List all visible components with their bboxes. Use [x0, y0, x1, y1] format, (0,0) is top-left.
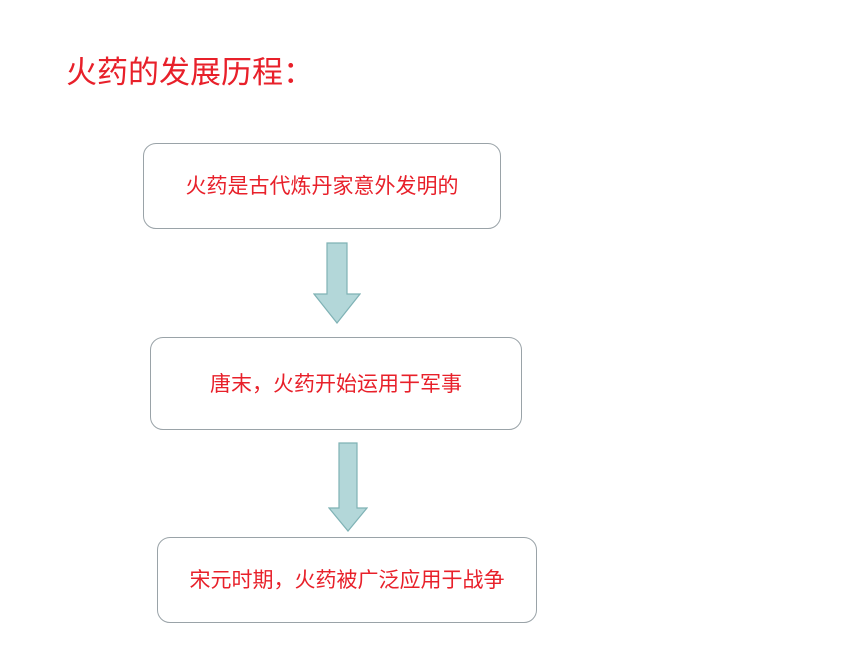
- flow-step-2: 唐末，火药开始运用于军事: [150, 337, 522, 430]
- down-arrow-icon: [328, 442, 368, 532]
- down-arrow-icon: [313, 242, 361, 324]
- flow-step-3-text: 宋元时期，火药被广泛应用于战争: [189, 568, 505, 592]
- flow-step-1-text: 火药是古代炼丹家意外发明的: [185, 174, 459, 198]
- slide-title: 火药的发展历程：: [66, 55, 314, 91]
- flow-step-2-text: 唐末，火药开始运用于军事: [210, 371, 462, 396]
- flow-step-1: 火药是古代炼丹家意外发明的: [143, 143, 501, 229]
- flow-step-3: 宋元时期，火药被广泛应用于战争: [157, 537, 537, 623]
